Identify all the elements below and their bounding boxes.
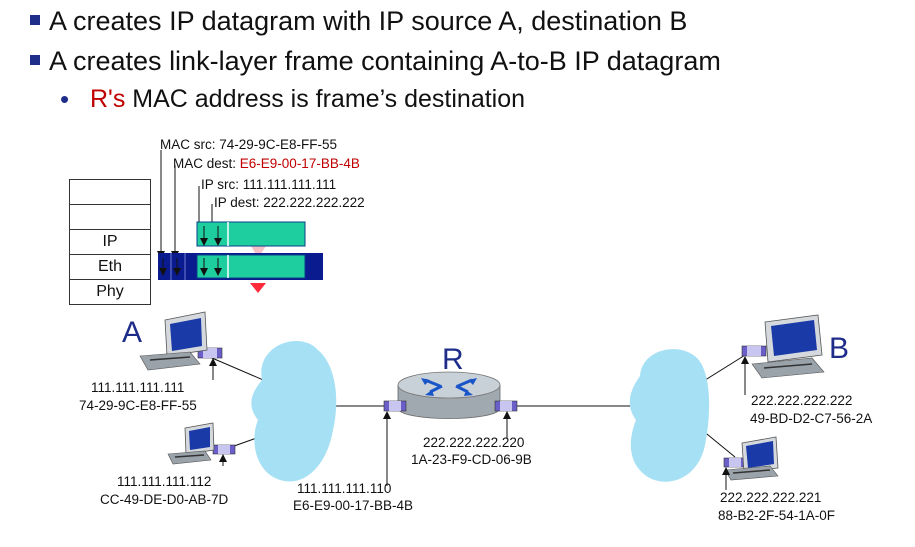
subnet-right-cloud: [629, 349, 710, 482]
stack-layer-phy: Phy: [96, 283, 124, 300]
bullet-square-1: [30, 15, 40, 25]
subnet-left-cloud: [251, 341, 337, 482]
ip-dest-label: IP dest: 222.222.222.222: [214, 195, 365, 210]
host-b-label: B: [829, 332, 850, 365]
bullet-text-3-rest: MAC address is frame’s destination: [125, 85, 526, 113]
host-b2-ip: 222.222.222.221: [720, 490, 822, 505]
router-label: R: [442, 343, 464, 376]
host-b-mac: 49-BD-D2-C7-56-2A: [750, 411, 873, 426]
mac-dest-value: E6-E9-00-17-BB-4B: [239, 156, 360, 171]
bullet-text-3: R's MAC address is frame’s destination: [90, 85, 525, 114]
ip-src-label: IP src: 111.111.111.111: [201, 177, 337, 192]
mac-src-label: MAC src: 74-29-9C-E8-FF-55: [160, 137, 338, 152]
send-arrow: [250, 283, 266, 293]
router-right-mac: 1A-23-F9-CD-06-9B: [411, 452, 532, 467]
protocol-stack: IP Eth Phy: [69, 179, 151, 305]
router-icon: [397, 371, 501, 419]
computer-b2-icon: [724, 436, 779, 481]
host-a-ip: 111.111.111.111: [91, 380, 185, 395]
encapsulate-arrow-upper: [251, 246, 266, 258]
router-name-highlight: R's: [90, 85, 126, 113]
bullet-text-2: A creates link-layer frame containing A-…: [49, 46, 721, 76]
stack-layer-ip: IP: [70, 230, 150, 255]
computer-a2-icon: [167, 422, 215, 465]
bullet-square-2: [30, 55, 40, 65]
host-b2-mac: 88-B2-2F-54-1A-0F: [718, 508, 836, 523]
adapter-a2: [212, 444, 236, 455]
adapter-b2: [723, 457, 747, 468]
computer-a-icon: [139, 311, 208, 371]
bullet-dot-3: •: [60, 84, 70, 114]
ip-datagram: [196, 221, 306, 247]
host-a2-mac: CC-49-DE-D0-AB-7D: [100, 492, 229, 507]
host-b-ip: 222.222.222.222: [751, 393, 853, 408]
adapter-r-right: [494, 400, 518, 412]
router-right-ip: 222.222.222.220: [423, 435, 525, 450]
host-a-mac: 74-29-9C-E8-FF-55: [79, 398, 197, 413]
host-a-label: A: [122, 316, 143, 349]
computer-b-icon: [751, 314, 825, 379]
adapter-b: [741, 345, 767, 357]
router-left-ip: 111.111.111.110: [297, 481, 392, 496]
mac-dest-label: MAC dest: E6-E9-00-17-BB-4B: [173, 156, 360, 171]
stack-empty-2: [70, 205, 150, 230]
router-left-mac: E6-E9-00-17-BB-4B: [293, 498, 414, 513]
mac-dest-prefix: MAC dest:: [173, 156, 240, 171]
host-a2-ip: 111.111.111.112: [117, 474, 212, 489]
stack-layer-eth: Eth: [70, 255, 150, 280]
bullet-text-1: A creates IP datagram with IP source A, …: [49, 6, 688, 36]
stack-empty-1: [70, 180, 150, 205]
adapter-r-left: [383, 400, 407, 412]
